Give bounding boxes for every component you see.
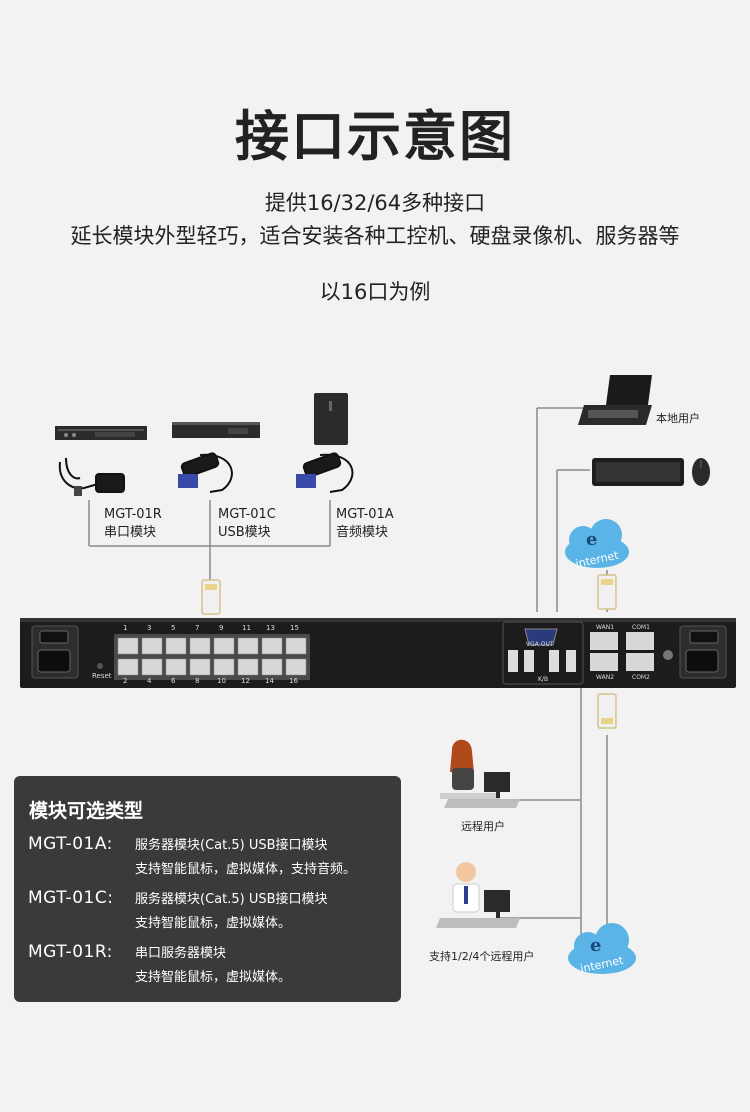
remote-user-label: 远程用户 <box>461 820 505 833</box>
remote-user-man-icon <box>436 862 520 928</box>
keyboard-icon <box>592 458 684 486</box>
legend-desc: 串口服务器模块 <box>135 946 227 961</box>
legend-desc: 服务器模块(Cat.5) USB接口模块 <box>135 838 328 853</box>
module-code: MGT-01R <box>104 507 162 522</box>
kvm-device <box>20 618 736 688</box>
rj45-plug-module-icon <box>201 579 221 615</box>
usb-adapter-icon <box>178 452 233 493</box>
port-label: 12 <box>241 677 250 685</box>
module-code: MGT-01C <box>218 507 276 522</box>
reset-label: Reset <box>92 672 112 680</box>
internet-cloud-top-icon: internet e <box>565 519 629 570</box>
com1-label: COM1 <box>632 624 650 631</box>
port-label: 6 <box>171 677 176 685</box>
module-mgt01r: MGT-01R 串口模块 <box>104 506 162 542</box>
module-mgt01c: MGT-01C USB模块 <box>218 506 276 542</box>
legend-desc-detail: 支持智能鼠标，虚拟媒体，支持音频。 <box>135 862 357 877</box>
legend-code: MGT-01A: <box>28 834 113 854</box>
wan2-label: WAN2 <box>596 674 615 681</box>
module-name: 串口模块 <box>104 525 157 540</box>
server-rack-icon <box>172 422 260 438</box>
port-label: 7 <box>195 624 200 632</box>
port-label: 3 <box>147 624 152 632</box>
legend-title: 模块可选类型 <box>29 800 144 822</box>
legend-code: MGT-01C: <box>28 888 114 908</box>
port-label: 13 <box>266 624 275 632</box>
port-numbers-top: 1 3 5 7 9 11 13 15 <box>118 624 310 634</box>
port-label: 4 <box>147 677 152 685</box>
port-label: 10 <box>217 677 226 685</box>
kvm-console-icon <box>578 375 652 425</box>
port-label: 8 <box>195 677 200 685</box>
subtitle-ports: 提供16/32/64多种接口 <box>264 191 486 215</box>
rj45-plug-wan-icon <box>597 574 617 610</box>
com2-label: COM2 <box>632 674 650 681</box>
local-user-label: 本地用户 <box>656 412 700 425</box>
legend-item-mgt01r: MGT-01R: 串口服务器模块 支持智能鼠标，虚拟媒体。 <box>28 940 398 992</box>
module-bracket-lines <box>88 500 331 580</box>
legend-item-mgt01a: MGT-01A: 服务器模块(Cat.5) USB接口模块 支持智能鼠标，虚拟媒… <box>28 832 398 884</box>
module-code: MGT-01A <box>336 507 394 522</box>
legend-item-mgt01c: MGT-01C: 服务器模块(Cat.5) USB接口模块 支持智能鼠标，虚拟媒… <box>28 886 398 938</box>
rj45-port-block <box>114 634 310 680</box>
kb-label: K/B <box>538 676 549 683</box>
port-label: 14 <box>265 677 274 685</box>
legend-desc-detail: 支持智能鼠标，虚拟媒体。 <box>135 916 292 931</box>
port-numbers-bottom: 2 4 6 8 10 12 14 16 <box>118 677 310 687</box>
internet-cloud-bottom-icon: internet e <box>568 923 636 975</box>
module-mgt01a: MGT-01A 音频模块 <box>336 506 394 542</box>
port-label: 16 <box>289 677 298 685</box>
page-title: 接口示意图 <box>235 105 515 168</box>
local-user-lines <box>536 407 608 612</box>
module-name: 音频模块 <box>336 525 389 540</box>
rj45-plug-remote-icon <box>597 693 617 729</box>
tower-pc-icon <box>314 393 348 445</box>
port-label: 9 <box>219 624 224 632</box>
serial-adapter-icon <box>58 457 125 496</box>
port-label: 2 <box>123 677 128 685</box>
vga-out-label: VGA OUT <box>526 641 554 648</box>
legend-desc-detail: 支持智能鼠标，虚拟媒体。 <box>135 970 292 985</box>
mouse-icon <box>692 458 710 486</box>
svg-text:e: e <box>590 935 601 956</box>
port-label: 5 <box>171 624 176 632</box>
module-types-legend: 模块可选类型 MGT-01A: 服务器模块(Cat.5) USB接口模块 支持智… <box>14 776 401 1002</box>
port-label: 1 <box>123 624 128 632</box>
svg-text:e: e <box>586 529 597 550</box>
remote-user-lines <box>500 686 608 948</box>
server-rack-1u-icon <box>55 426 147 440</box>
legend-code: MGT-01R: <box>28 942 113 962</box>
remote-user-woman-icon <box>440 739 520 808</box>
legend-desc: 服务器模块(Cat.5) USB接口模块 <box>135 892 328 907</box>
port-label: 15 <box>290 624 299 632</box>
wan1-label: WAN1 <box>596 624 615 631</box>
subtitle-example: 以16口为例 <box>319 280 431 304</box>
multi-remote-user-label: 支持1/2/4个远程用户 <box>429 950 535 963</box>
port-label: 11 <box>242 624 251 632</box>
module-name: USB模块 <box>218 525 271 540</box>
audio-adapter-icon <box>296 452 354 493</box>
subtitle-description: 延长模块外型轻巧，适合安装各种工控机、硬盘录像机、服务器等 <box>70 224 680 248</box>
